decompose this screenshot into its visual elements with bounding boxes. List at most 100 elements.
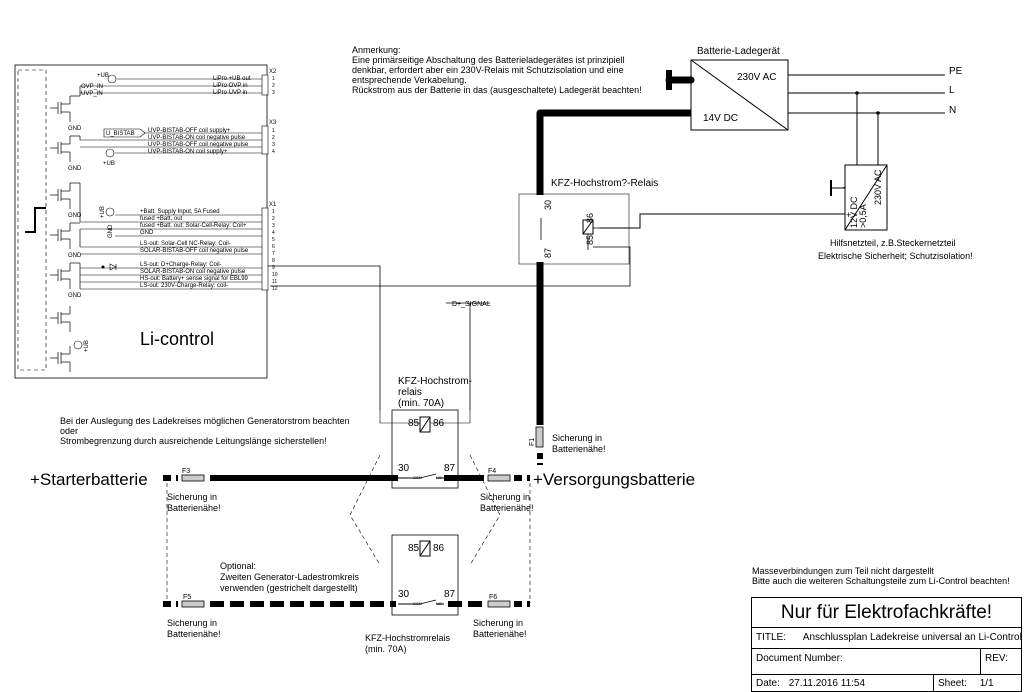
fuse-f6-label: F6 [489,594,497,601]
kfz-top-p85: 85 [585,235,595,245]
x1-pin-desc: GND [140,230,154,236]
sheet-cell: Sheet: 1/1 [933,674,1022,692]
fuse-f1-caption-1: Sicherung in [552,433,602,443]
kfz-top-p86: 86 [585,213,595,223]
bottom-ub-label: +UB [84,340,90,352]
aux-plus-label: + [846,210,851,220]
x3-pin-desc: UVP-BISTAB-OFF coil supply+ [148,128,231,134]
x1-pin-descriptions: +Batt. Supply Input, 5A Fused fused +Bat… [140,209,249,289]
fuse-f5-caption-1: Sicherung in [167,618,217,628]
fuse-f4-caption-2: Batterienähe! [480,503,534,513]
svg-text:4: 4 [272,230,275,236]
note-top-line: Rückstrom aus der Batterie in das (ausge… [352,85,642,95]
x3-pin-numbers: 1 2 3 4 [272,128,275,155]
mass-note-line: Bitte auch die weiteren Schaltungsteile … [752,576,1010,586]
relay-coil-wire [270,246,631,287]
kfz-bottom-title-1: KFZ-Hochstromrelais [365,633,451,643]
title-label: TITLE: [756,632,787,643]
kfz-bottom-title-2: (min. 70A) [365,644,407,654]
charger-title: Batterie-Ladegerät [697,46,780,57]
svg-text:3: 3 [272,142,275,148]
kfz-top-p87: 87 [543,248,553,258]
gnd-labels: GND GND GND GND GND [68,126,82,299]
document-number-label: Document Number: [756,653,843,664]
mass-note: Masseverbindungen zum Teil nicht dargest… [752,566,1010,586]
design-note-line: oder [60,426,78,436]
kfz-mid-p85: 85 [408,418,420,429]
optional-note-line: verwenden (gestrichelt dargestellt) [220,583,358,593]
mosfet-array [50,86,81,372]
optional-note-line: Optional: [220,561,256,571]
x2-label: X2 [269,69,277,75]
svg-text:GND: GND [68,293,82,299]
svg-text:4: 4 [272,149,275,155]
kfz-mid-p30: 30 [398,463,410,474]
aux-minus-label: - [843,182,846,192]
fuse-f3-caption-1: Sicherung in [167,492,217,502]
charger-ac-label: 230V AC [737,72,776,83]
x1-gnd-label: GND [108,224,114,238]
title-row: TITLE: Anschlussplan Ladekreise universa… [751,627,1022,649]
sheet-value: 1/1 [979,678,994,689]
aux-power-supply: 230V AC 12V DC >0,5A + - Hilfsnetzteil, … [818,164,973,261]
kfz-mid-p87: 87 [444,463,456,474]
aux-caption-1: Hilfsnetzteil, z.B.Steckernetzteil [830,238,956,248]
note-top-line: denkbar, erfordert aber ein 230V-Relais … [352,65,624,75]
mass-note-line: Masseverbindungen zum Teil nicht dargest… [752,566,934,576]
main-charge-line [163,474,530,482]
note-top-line: Eine primärseitige Abschaltung des Batte… [352,55,625,65]
mains-l-label: L [949,85,955,96]
optional-note-line: Zweiten Generator-Ladestromkreis [220,572,360,582]
date-value: 27.11.2016 11:54 [788,678,866,689]
svg-text:5: 5 [272,237,275,243]
kfz-bottom-com: COM [413,601,422,606]
optional-note: Optional: Zweiten Generator-Ladestromkre… [220,561,360,593]
charger-box [690,59,789,131]
aux-ac-label: 230V AC [873,169,883,205]
fuse-f1-caption-2: Batterienähe! [552,444,606,454]
mains-n-label: N [949,105,956,116]
x1-label: X1 [269,202,277,208]
svg-text:7: 7 [272,251,275,257]
design-note: Bei der Auslegung des Ladekreises möglic… [60,416,350,446]
kfz-mid-title-1: KFZ-Hochstrom- [398,376,472,387]
ovp-in-label: OVP_IN [81,84,103,90]
li-control-module: Li-control X2 LiPro +UB out LiPro OVP in… [14,64,278,379]
x2-pin-numbers: 1 2 3 [272,76,275,96]
uvp-in-label: UVP_IN [81,91,103,97]
svg-text:9: 9 [272,265,275,271]
svg-text:11: 11 [272,279,277,285]
kfz-top-title: KFZ-Hochstrom?-Relais [551,178,658,189]
svg-text:GND: GND [68,253,82,259]
charger-dc-label: 14V DC [703,113,738,124]
svg-text:2: 2 [272,135,275,141]
aux-current-label: >0,5A [858,204,868,228]
x1-pin-numbers: 1 2 3 4 5 6 7 8 9 10 11 12 [272,209,278,292]
x2-ub-label: +UB [97,73,109,79]
aux-dc-label: 12V DC [849,196,859,228]
title-value: Anschlussplan Ladekreise universal an Li… [802,632,1022,643]
svg-text:1: 1 [272,128,275,134]
kfz-mid-p86: 86 [433,418,445,429]
note-top: Anmerkung: Eine primärseitige Abschaltun… [352,45,642,95]
x1-ub-label: +UB [100,206,106,218]
x1-pin-desc: LS-out: Solar-Cell NC-Relay: Coil- [140,241,231,247]
charger-positive-wire [536,109,691,195]
kfz-relay-mid: KFZ-Hochstrom- relais (min. 70A) 85 86 3… [379,376,472,489]
x1-pin-desc: HS-out: Battery+ sense signal for EBL99 [140,276,249,282]
date-label: Date: [756,678,780,689]
svg-text:2: 2 [272,216,275,222]
design-note-line: Bei der Auslegung des Ladekreises möglic… [60,416,350,426]
d-signal-label: D+_SIGNAL [452,301,491,308]
fuse-f6-caption-2: Batterienähe! [473,629,527,639]
svg-text:GND: GND [68,213,82,219]
fuse-f5-label: F5 [183,594,191,601]
mains-lines: PE L N [788,66,963,165]
svg-text:1: 1 [272,209,275,215]
revision-label: REV: [985,653,1008,664]
fuse-f5-caption-2: Batterienähe! [167,629,221,639]
x1-pin-desc: fused +Batt. out: Solar-Cell-Relay: Coil… [140,223,247,229]
dashed-link-left [349,454,381,566]
svg-text:10: 10 [272,272,278,278]
